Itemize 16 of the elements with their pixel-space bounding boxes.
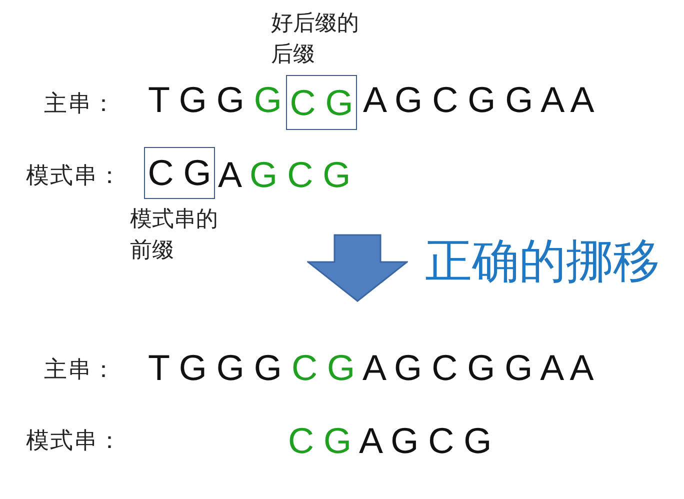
row-label: 主串： [44,358,116,382]
row-label: 模式串： [26,429,122,453]
sequence-text: C G [290,84,354,120]
sequence-text: A G C G [218,157,351,193]
annotation-text: 好后缀的后缀 [271,10,360,69]
highlight-box [286,75,357,130]
highlight-box [144,147,215,199]
annotation-text: 模式串的前缀 [130,206,219,265]
sequence-text: C G [148,155,212,191]
sequence-text: T G G G C G A G C G G A A [148,350,594,386]
sequence-text: C G A G C G [288,423,492,459]
sequence-text: T G G G [148,82,282,118]
sequence-text: A G C G G A A [363,82,594,118]
heading-text: 正确的挪移 [425,237,660,287]
row-label: 模式串： [26,164,122,188]
row-label: 主串： [44,92,116,116]
